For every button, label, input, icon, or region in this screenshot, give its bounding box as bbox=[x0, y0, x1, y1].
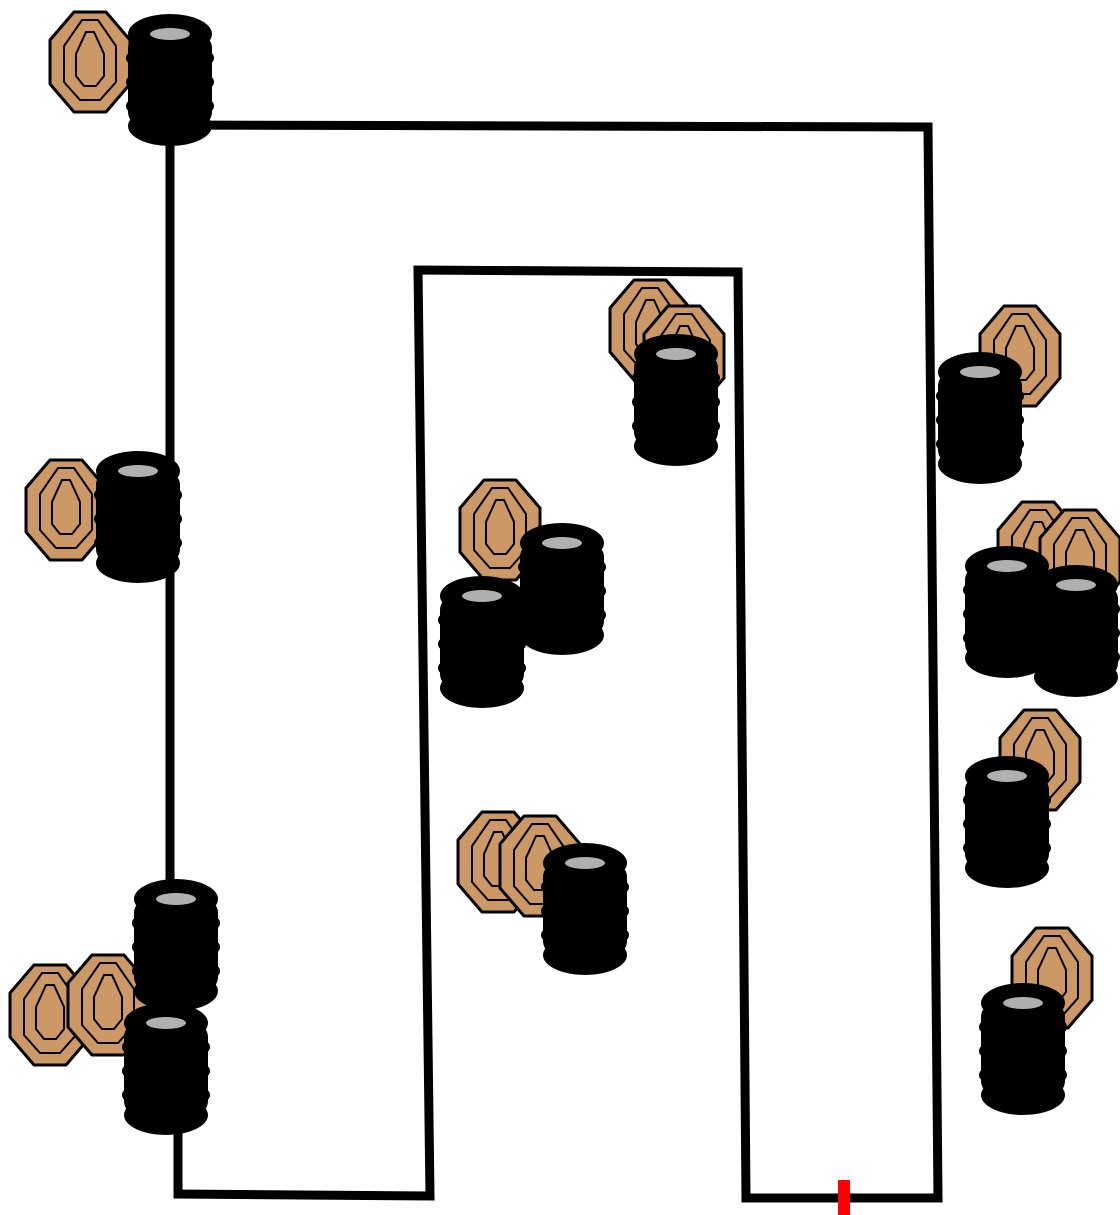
tire-stack-4 bbox=[122, 1003, 210, 1135]
start-marker bbox=[838, 1180, 850, 1215]
tire-stack-1 bbox=[126, 14, 214, 146]
tire-stack-9 bbox=[936, 352, 1024, 484]
fault-lines bbox=[165, 120, 943, 1203]
tire-stack-2 bbox=[94, 451, 182, 583]
start-layer bbox=[838, 1180, 850, 1215]
tire-stack-5 bbox=[632, 334, 720, 466]
tire-stack-11 bbox=[1032, 565, 1120, 697]
barrels-layer bbox=[94, 14, 1120, 1135]
cardboard-target-2 bbox=[24, 458, 108, 562]
cardboard-target-1 bbox=[48, 10, 132, 114]
tire-stack-7 bbox=[438, 576, 526, 708]
tire-stack-8 bbox=[541, 843, 629, 975]
fault-line-1 bbox=[165, 120, 943, 1203]
tire-stack-12 bbox=[963, 756, 1051, 888]
tire-stack-3 bbox=[132, 879, 220, 1011]
tire-stack-13 bbox=[979, 983, 1067, 1115]
tire-stack-6 bbox=[518, 523, 606, 655]
